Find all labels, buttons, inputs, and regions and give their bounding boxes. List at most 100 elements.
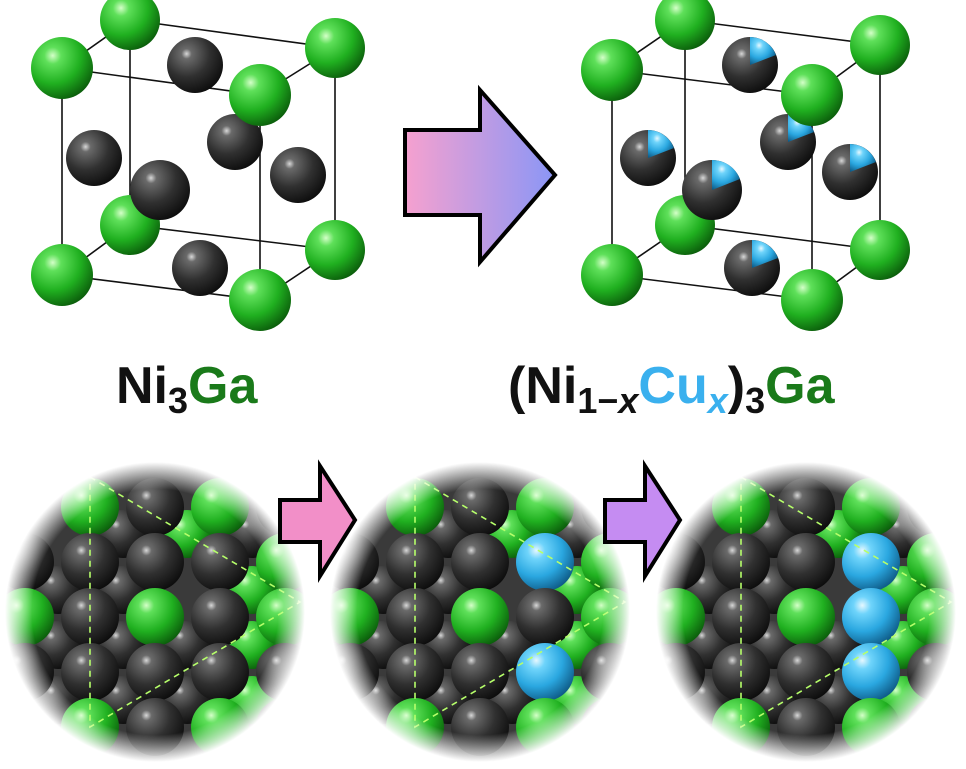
ni-atom xyxy=(581,643,639,701)
ni-atom xyxy=(256,698,314,756)
unit-cell-ni-cu-ga xyxy=(581,0,910,331)
ni-cu-mixed-atom xyxy=(682,159,742,220)
ni-cu-mixed-atom xyxy=(822,144,878,200)
ga-atom xyxy=(781,64,843,126)
ni-atom xyxy=(167,37,223,93)
formula-subscript: 3 xyxy=(168,380,189,422)
formula-element-ga: Ga xyxy=(765,357,835,415)
ni-atom xyxy=(191,533,249,591)
ga-atom xyxy=(516,698,574,756)
ga-atom xyxy=(842,478,900,536)
ni-atom xyxy=(126,643,184,701)
ga-atom xyxy=(305,220,365,280)
ni-atom xyxy=(777,478,835,536)
formula-close-paren: ) xyxy=(727,357,746,415)
cu-atom xyxy=(516,533,574,591)
ga-atom xyxy=(31,37,93,99)
ni-atom xyxy=(191,588,249,646)
ga-atom xyxy=(100,0,160,50)
ni-atom xyxy=(451,698,509,756)
ga-atom xyxy=(581,588,639,646)
ni-cu-mixed-atom xyxy=(620,130,676,186)
plane-guide-triangle xyxy=(414,475,627,729)
ni-atom xyxy=(191,643,249,701)
ni-atom xyxy=(647,643,705,701)
formula-open-paren: ( xyxy=(508,357,526,415)
ni-atom xyxy=(451,478,509,536)
unit-cell-ni3ga xyxy=(31,0,365,331)
ni-cu-mixed-atom xyxy=(722,37,778,93)
close-packed-plane-1 xyxy=(0,462,314,762)
ga-atom xyxy=(842,698,900,756)
ga-atom xyxy=(256,588,314,646)
ni-atom xyxy=(777,698,835,756)
ga-atom xyxy=(850,15,910,75)
ni-atom xyxy=(126,533,184,591)
formula-subscript-cu: x xyxy=(707,380,728,422)
ni-atom xyxy=(172,240,228,296)
ni-cu-mixed-atom xyxy=(724,240,780,296)
ga-atom xyxy=(516,478,574,536)
ga-atom xyxy=(305,18,365,78)
ni-atom xyxy=(126,698,184,756)
ga-atom xyxy=(907,588,965,646)
ni-cu-mixed-atom xyxy=(760,114,816,170)
ni-atom xyxy=(451,643,509,701)
ni-atom xyxy=(0,533,54,591)
ni-atom xyxy=(130,160,190,220)
transition-arrow-small-purple xyxy=(603,459,683,583)
ga-atom xyxy=(31,244,93,306)
ni-atom xyxy=(581,698,639,756)
cu-atom xyxy=(516,643,574,701)
ga-atom xyxy=(781,269,843,331)
ga-atom xyxy=(126,588,184,646)
ni-atom xyxy=(66,130,122,186)
formula-subscript-3: 3 xyxy=(745,380,766,422)
formula-ni3ga: Ni3Ga xyxy=(116,357,258,419)
transition-arrow-large xyxy=(403,84,558,268)
cu-atom xyxy=(842,588,900,646)
formula-subscript-ni-main: 1− xyxy=(577,380,619,422)
ga-atom xyxy=(581,533,639,591)
close-packed-plane-2 xyxy=(321,462,639,762)
ni-atom xyxy=(777,643,835,701)
cu-atom xyxy=(842,533,900,591)
formula-ni-cu-ga: (Ni1−xCux)3Ga xyxy=(508,357,835,419)
ni-atom xyxy=(0,643,54,701)
formula-element-ni: Ni xyxy=(116,357,168,415)
ga-atom xyxy=(451,588,509,646)
ni-atom xyxy=(907,698,965,756)
close-packed-plane-3 xyxy=(647,462,965,762)
ga-atom xyxy=(256,533,314,591)
ga-atom xyxy=(321,588,379,646)
ga-atom xyxy=(907,533,965,591)
formula-subscript-ni: 1−x xyxy=(577,380,638,421)
formula-element-ni: Ni xyxy=(525,357,578,415)
ni-atom xyxy=(126,478,184,536)
ga-atom xyxy=(647,588,705,646)
ga-atom xyxy=(0,588,54,646)
plane-guide-triangle xyxy=(740,475,953,729)
ni-atom xyxy=(907,643,965,701)
ga-atom xyxy=(229,269,291,331)
ni-atom xyxy=(516,588,574,646)
ni-atom xyxy=(321,643,379,701)
formula-element-ga: Ga xyxy=(188,357,258,415)
ga-atom xyxy=(777,588,835,646)
ga-atom xyxy=(850,220,910,280)
ga-atom xyxy=(655,0,715,50)
ga-atom xyxy=(191,478,249,536)
ga-atom xyxy=(191,698,249,756)
ni-atom xyxy=(270,147,326,203)
ga-atom xyxy=(581,244,643,306)
formula-subscript-ni-var: x xyxy=(618,380,639,422)
transition-arrow-small-pink xyxy=(278,459,358,583)
plane-guide-triangle xyxy=(89,475,302,729)
ni-atom xyxy=(207,114,263,170)
formula-element-cu: Cu xyxy=(638,357,708,415)
ni-atom xyxy=(256,643,314,701)
ni-atom xyxy=(907,478,965,536)
cu-atom xyxy=(842,643,900,701)
ni-atom xyxy=(777,533,835,591)
